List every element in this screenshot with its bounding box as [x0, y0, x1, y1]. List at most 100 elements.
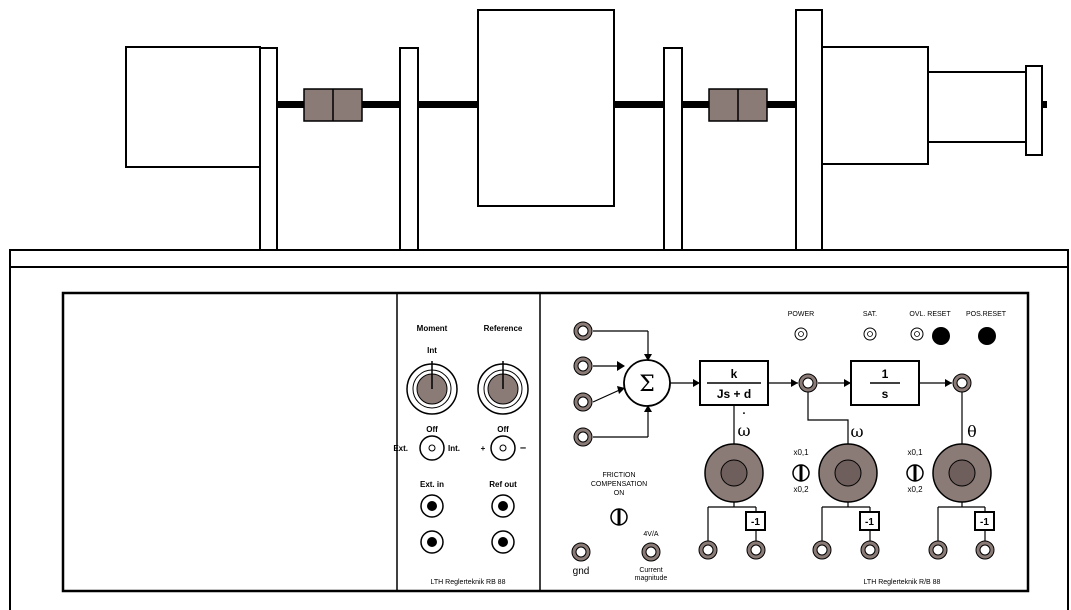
power-label: POWER — [788, 311, 814, 318]
coupling-right — [708, 88, 768, 122]
support-2 — [399, 47, 419, 251]
accel-out-neg-jack[interactable] — [746, 540, 766, 560]
ovl-lamp — [910, 327, 924, 341]
position-scale-switch[interactable] — [906, 464, 924, 482]
ext-label: Ext. — [393, 444, 408, 453]
velocity-out-neg-jack[interactable] — [860, 540, 880, 560]
int-label: Int — [427, 346, 437, 355]
position-out-jack[interactable] — [928, 540, 948, 560]
power-lamp — [794, 327, 808, 341]
sum-symbol: Σ — [639, 372, 655, 397]
theta-label: θ — [967, 422, 977, 441]
velocity-scale-switch[interactable] — [792, 464, 810, 482]
signal-wires — [733, 392, 963, 445]
sum-arrowheads — [617, 354, 952, 412]
current-jack[interactable] — [641, 542, 661, 562]
mechanical-rig — [9, 9, 1069, 268]
integrator-block: 1 s — [850, 360, 920, 406]
cabinet-outline — [9, 267, 1069, 610]
block2-denominator: s — [882, 387, 889, 401]
reference-sign-switch[interactable] — [490, 435, 516, 461]
friction-label-2: COMPENSATION — [591, 481, 647, 488]
sum-input-jack-1[interactable] — [573, 321, 593, 341]
sum-input-jack-4[interactable] — [573, 427, 593, 447]
ovl-reset-label: OVL. RESET — [909, 311, 951, 318]
front-panel — [61, 291, 1030, 593]
omega-dot-mark: · — [742, 406, 746, 422]
acceleration-knob[interactable] — [704, 443, 764, 503]
friction-compensation-switch[interactable] — [610, 508, 628, 526]
off-label-moment: Off — [426, 425, 438, 434]
velocity-scale-hi: x0,1 — [793, 448, 809, 457]
ref-out-jack-2[interactable] — [491, 530, 515, 554]
transfer-block-1: k Js + d — [699, 360, 769, 406]
support-4 — [795, 9, 823, 251]
ref-out-label: Ref out — [489, 480, 517, 489]
gnd-label: gnd — [573, 566, 590, 577]
invert-label-2: -1 — [865, 517, 874, 528]
accel-out-jack[interactable] — [698, 540, 718, 560]
position-scale-hi: x0,1 — [907, 448, 923, 457]
velocity-out-jack[interactable] — [812, 540, 832, 560]
pos-reset-button[interactable] — [978, 327, 996, 345]
friction-label-3: ON — [614, 490, 625, 497]
invert-box-1: -1 — [745, 511, 766, 531]
ovl-reset-button[interactable] — [932, 327, 950, 345]
encoder-end — [1025, 65, 1043, 156]
omega-jack[interactable] — [798, 373, 818, 393]
theta-jack[interactable] — [952, 373, 972, 393]
summation-node: Σ — [623, 359, 671, 407]
invert-box-2: -1 — [859, 511, 880, 531]
position-knob[interactable] — [932, 443, 992, 503]
ext-in-jack-1[interactable] — [420, 494, 444, 518]
omega-dot-label: ω — [737, 421, 750, 440]
sum-input-jack-2[interactable] — [573, 356, 593, 376]
support-1 — [259, 47, 278, 251]
gnd-jack[interactable] — [571, 542, 591, 562]
encoder-shaft — [927, 71, 1027, 143]
moment-label: Moment — [417, 324, 448, 333]
off-label-reference: Off — [497, 425, 509, 434]
omega-label: ω — [850, 422, 863, 441]
sat-lamp — [863, 327, 877, 341]
block1-numerator: k — [731, 367, 738, 381]
support-3 — [663, 47, 683, 251]
coupling-left — [303, 88, 363, 122]
sum-input-jack-3[interactable] — [573, 392, 593, 412]
block1-denominator: Js + d — [717, 387, 751, 401]
position-scale-lo: x0,2 — [907, 485, 923, 494]
current-label-1: Current — [639, 567, 662, 574]
current-label-2: magnitude — [635, 575, 668, 582]
invert-label-1: -1 — [751, 517, 760, 528]
minus-label: – — [520, 442, 526, 454]
velocity-scale-lo: x0,2 — [793, 485, 809, 494]
sat-label: SAT. — [863, 311, 877, 318]
plus-label: + — [481, 444, 486, 453]
output-wires — [707, 502, 986, 541]
encoder-block — [821, 46, 929, 165]
base-plate — [9, 249, 1069, 268]
block2-numerator: 1 — [882, 367, 889, 381]
invert-label-3: -1 — [980, 517, 989, 528]
right-panel-footer: LTH Reglerteknik R/B 88 — [864, 579, 941, 586]
ext-in-jack-2[interactable] — [420, 530, 444, 554]
shaft — [275, 101, 1047, 108]
reference-knob[interactable] — [477, 361, 529, 415]
ref-out-jack-1[interactable] — [491, 494, 515, 518]
flywheel-mass — [477, 9, 615, 207]
control-cabinet — [9, 267, 1069, 610]
gain-label: 4V/A — [643, 531, 659, 538]
reference-panel: Moment Reference Int Off Off Ext. Int. + — [393, 324, 529, 586]
moment-knob[interactable] — [406, 361, 458, 415]
block-diagram-panel: POWER SAT. OVL. RESET POS.RESET Σ — [571, 311, 1007, 586]
ext-in-label: Ext. in — [420, 480, 444, 489]
position-out-neg-jack[interactable] — [975, 540, 995, 560]
moment-source-switch[interactable] — [419, 435, 445, 461]
invert-box-3: -1 — [974, 511, 995, 531]
velocity-knob[interactable] — [818, 443, 878, 503]
friction-label-1: FRICTION — [602, 472, 635, 479]
pos-reset-label: POS.RESET — [966, 311, 1007, 318]
reference-label: Reference — [484, 324, 523, 333]
int-switch-label: Int. — [448, 444, 460, 453]
